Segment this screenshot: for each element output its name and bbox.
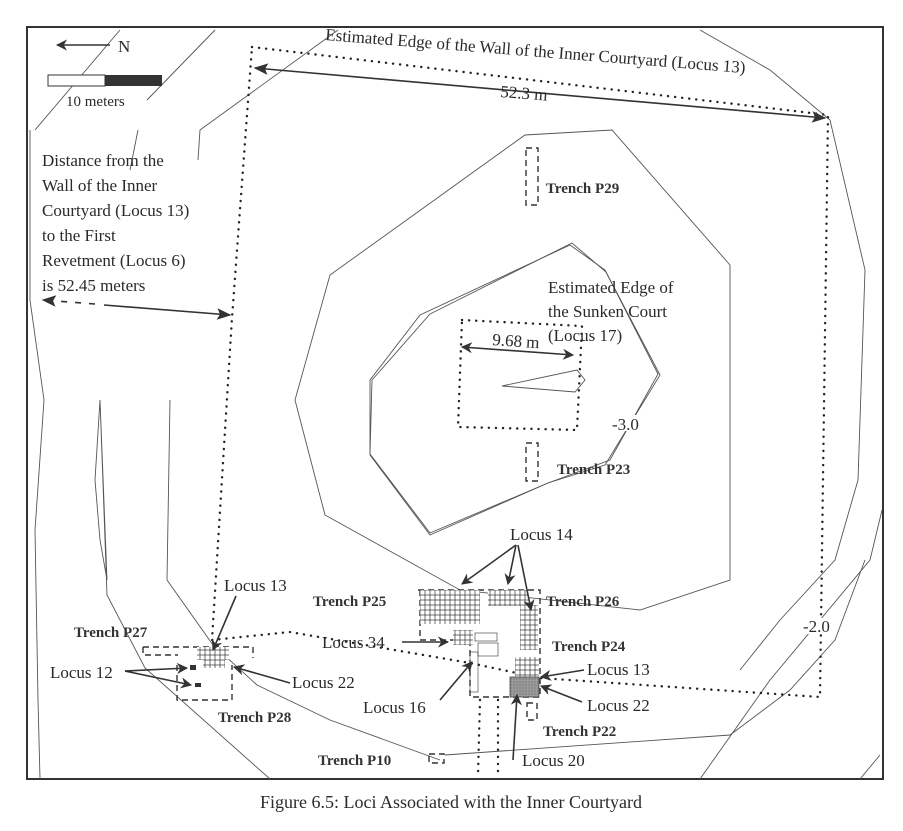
locus-22-west-arrow xyxy=(232,664,291,684)
trench-p28-label: Trench P28 xyxy=(218,710,291,726)
sunken-court-width-arrow xyxy=(460,342,575,360)
locus-14-arrow-3 xyxy=(517,544,535,612)
locus-20-label: Locus 20 xyxy=(522,751,585,770)
trench-p10-outline xyxy=(428,753,445,764)
locus-12-label: Locus 12 xyxy=(50,663,113,682)
locus-12-feature-2 xyxy=(195,683,201,687)
contour-minus-3 xyxy=(369,242,659,534)
locus-22-east-label: Locus 22 xyxy=(587,696,650,715)
contour-minus-2 xyxy=(444,559,866,756)
locus-13-east-label: Locus 13 xyxy=(587,660,650,679)
sunken-court-label: Estimated Edge of xyxy=(548,278,674,297)
trench-p27-top xyxy=(143,646,254,658)
locus-13-east-arrow xyxy=(539,669,585,681)
locus-14-label: Locus 14 xyxy=(510,525,573,544)
scale-label: 10 meters xyxy=(66,94,125,110)
locus-14-excavated-west-2 xyxy=(455,590,480,606)
locus-14-arrow-1 xyxy=(461,544,517,585)
trench-p29-outline xyxy=(525,147,539,206)
contour-octagon-outer xyxy=(294,129,731,611)
locus-13-grid-east xyxy=(515,657,539,677)
contour-octagon-middle xyxy=(369,244,661,536)
contour-label-minus-2: -2.0 xyxy=(803,617,830,636)
figure-caption: Figure 6.5: Loci Associated with the Inn… xyxy=(260,792,642,812)
contour-label-minus-3: -3.0 xyxy=(612,415,639,434)
locus-16-arrow xyxy=(439,661,473,701)
trench-p22-label: Trench P22 xyxy=(543,724,616,740)
distance-note-line: Courtyard (Locus 13) xyxy=(42,201,189,220)
sunken-court-label: (Locus 17) xyxy=(548,326,622,345)
locus-22-shaded xyxy=(509,676,540,698)
revetment-arrow xyxy=(103,304,232,320)
locus-12-arrow-1 xyxy=(124,662,189,675)
contour-left-3 xyxy=(129,129,139,171)
locus-16-label: Locus 16 xyxy=(363,698,426,717)
wall-width-arrow xyxy=(253,63,827,123)
locus-16-block xyxy=(477,642,499,657)
revetment-arrow-dashed xyxy=(41,295,96,307)
locus-20-arrow xyxy=(510,693,522,761)
locus-14-excavated-east xyxy=(488,590,528,606)
contour-right-3 xyxy=(859,754,881,780)
locus-13-west-label: Locus 13 xyxy=(224,576,287,595)
distance-note-line: Wall of the Inner xyxy=(42,176,158,195)
trench-p10-label: Trench P10 xyxy=(318,753,391,769)
locus-22-west-excavated xyxy=(203,660,225,668)
trench-p23-outline xyxy=(525,442,539,482)
trench-p24-label: Trench P24 xyxy=(552,639,626,655)
locus-13-west-arrow xyxy=(211,595,237,652)
locus-34-label: Locus 34 xyxy=(322,633,385,652)
distance-note-line: Revetment (Locus 6) xyxy=(42,251,186,270)
wall-width-label: 52.3 m xyxy=(500,82,549,105)
locus-14-arrow-2 xyxy=(504,544,517,586)
scale-bar-black xyxy=(105,75,162,86)
north-label: N xyxy=(118,37,130,56)
locus-34-block xyxy=(474,632,498,642)
distance-note: Distance from the Wall of the Inner Cour… xyxy=(42,151,189,295)
distance-note-line: to the First xyxy=(42,226,116,245)
locus-22-east-arrow xyxy=(539,684,583,703)
contour-wall-diag xyxy=(197,29,339,161)
locus-12-feature xyxy=(190,665,196,670)
trench-p26-label: Trench P26 xyxy=(546,594,620,610)
sunken-court-label: the Sunken Court xyxy=(548,302,667,321)
locus-13-excavated-east xyxy=(520,605,538,650)
scale-bar-white xyxy=(47,74,106,87)
trench-p22-outline xyxy=(526,702,538,721)
distance-note-line: Distance from the xyxy=(42,151,164,170)
trench-p27-outline xyxy=(142,647,178,656)
contour-outer-left-1 xyxy=(29,130,45,780)
locus-22-west-label: Locus 22 xyxy=(292,673,355,692)
locus-34-feature xyxy=(453,630,473,645)
trench-p23-label: Trench P23 xyxy=(557,462,630,478)
trench-p28-outline xyxy=(176,665,233,701)
contour-left-5 xyxy=(146,29,216,101)
trench-p24-outline xyxy=(469,640,510,698)
map-frame xyxy=(26,26,884,780)
sunken-court-width-label: 9.68 m xyxy=(492,330,540,352)
inner-courtyard-wall xyxy=(210,45,830,699)
sunken-court-feature xyxy=(501,369,586,393)
distance-note-line: is 52.45 meters xyxy=(42,276,145,295)
locus-12-arrow-2 xyxy=(124,670,193,689)
trench-p27-label: Trench P27 xyxy=(74,625,148,641)
contour-left-4 xyxy=(94,399,271,780)
trench-p29-label: Trench P29 xyxy=(546,181,619,197)
trench-p25-label: Trench P25 xyxy=(313,594,386,610)
